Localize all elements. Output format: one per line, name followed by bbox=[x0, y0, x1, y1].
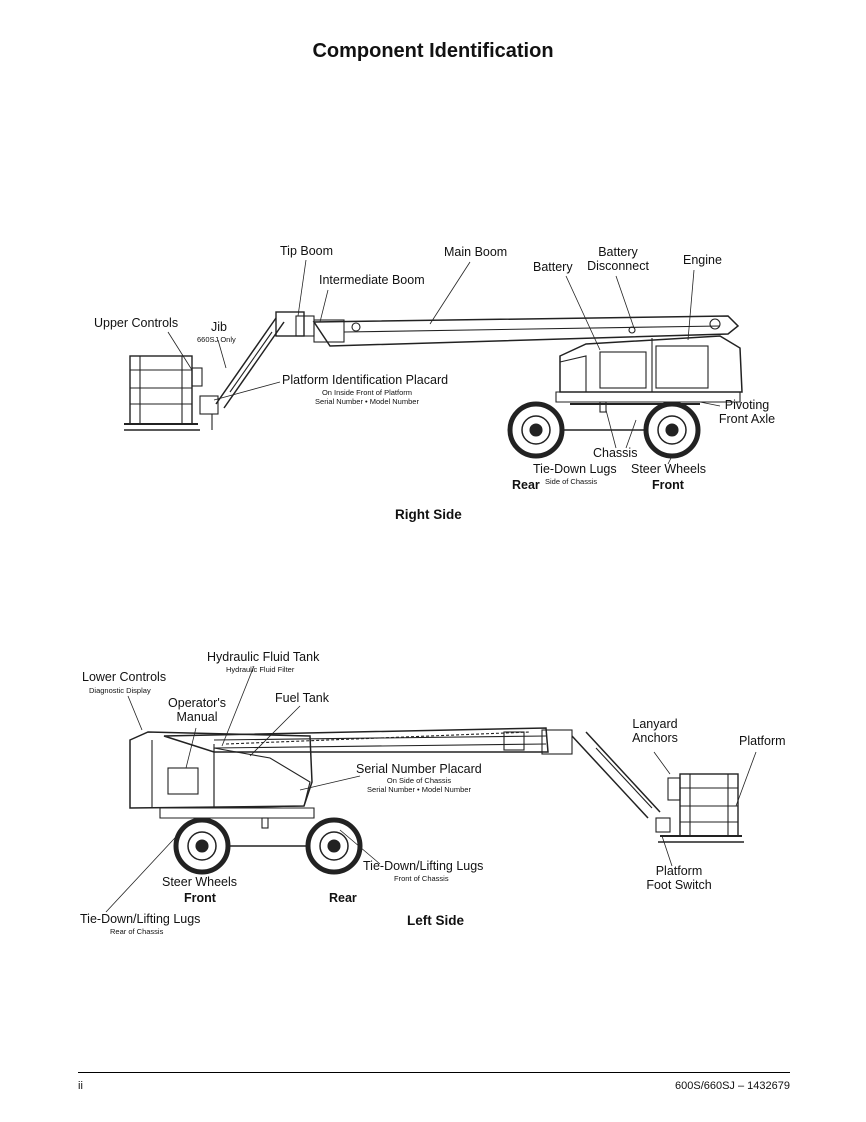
caption-left-side: Left Side bbox=[407, 913, 465, 928]
left-side-drawing bbox=[105, 665, 757, 913]
label-tie-down-note: Side of Chassis bbox=[545, 477, 598, 486]
footer-divider bbox=[78, 1072, 790, 1073]
label-operators-manual: Operator's Manual bbox=[162, 696, 232, 724]
label-platform-id-placard: Platform Identification Placard bbox=[282, 373, 449, 387]
label-tie-down-lugs: Tie-Down Lugs bbox=[533, 462, 617, 476]
label-operators-manual-line2: Manual bbox=[176, 710, 218, 724]
label-lower-controls: Lower Controls bbox=[82, 670, 167, 684]
label-rear-right: Rear bbox=[512, 478, 540, 492]
label-front-right: Front bbox=[652, 478, 684, 492]
label-serial-note-line1: On Side of Chassis bbox=[386, 776, 452, 785]
label-steer-wheels-right: Steer Wheels bbox=[631, 462, 707, 476]
label-serial-number-placard: Serial Number Placard bbox=[356, 762, 482, 776]
label-pivoting-front-axle-line1: Pivoting bbox=[724, 398, 770, 412]
label-main-boom: Main Boom bbox=[444, 245, 508, 259]
label-jib-note: 660SJ Only bbox=[197, 335, 236, 344]
caption-right-side: Right Side bbox=[395, 507, 462, 522]
label-lanyard-anchors: Lanyard Anchors bbox=[626, 717, 684, 745]
label-serial-note-line2: Serial Number • Model Number bbox=[367, 785, 471, 794]
label-intermediate-boom: Intermediate Boom bbox=[319, 273, 425, 287]
label-pivoting-front-axle-line2: Front Axle bbox=[718, 412, 776, 426]
label-lower-controls-note: Diagnostic Display bbox=[89, 686, 151, 695]
label-hydraulic-fluid-tank: Hydraulic Fluid Tank bbox=[207, 650, 320, 664]
label-hydraulic-fluid-note: Hydraulic Fluid Filter bbox=[226, 665, 295, 674]
label-steer-wheels-left: Steer Wheels bbox=[162, 875, 238, 889]
label-front-left: Front bbox=[184, 891, 216, 905]
label-operators-manual-line1: Operator's bbox=[168, 696, 226, 710]
label-serial-note: On Side of Chassis Serial Number • Model… bbox=[344, 776, 494, 794]
label-tie-down-lifting-rear-note: Rear of Chassis bbox=[110, 927, 164, 936]
label-battery-disconnect-line1: Battery bbox=[598, 245, 638, 259]
label-platform-foot-switch-line2: Foot Switch bbox=[646, 878, 712, 892]
label-battery-disconnect: Battery Disconnect bbox=[586, 245, 650, 273]
label-jib: Jib bbox=[211, 320, 227, 334]
label-engine: Engine bbox=[683, 253, 722, 267]
label-upper-controls: Upper Controls bbox=[94, 316, 179, 330]
label-chassis: Chassis bbox=[593, 446, 638, 460]
label-platform-id-note: On Inside Front of Platform Serial Numbe… bbox=[282, 388, 452, 406]
footer-doc-id: 600S/660SJ – 1432679 bbox=[675, 1080, 790, 1092]
label-platform-id-note-line2: Serial Number • Model Number bbox=[315, 397, 419, 406]
label-tip-boom: Tip Boom bbox=[280, 244, 334, 258]
label-platform-foot-switch-line1: Platform bbox=[655, 864, 703, 878]
label-battery-disconnect-line2: Disconnect bbox=[587, 259, 649, 273]
label-rear-left: Rear bbox=[329, 891, 357, 905]
label-platform-foot-switch: Platform Foot Switch bbox=[640, 864, 718, 892]
label-lanyard-anchors-line1: Lanyard bbox=[632, 717, 678, 731]
label-tie-down-lifting-rear: Tie-Down/Lifting Lugs bbox=[80, 912, 201, 926]
right-side-drawing bbox=[124, 259, 743, 465]
label-tie-down-lifting-front: Tie-Down/Lifting Lugs bbox=[363, 859, 484, 873]
label-tie-down-lifting-front-note: Front of Chassis bbox=[394, 874, 449, 883]
label-fuel-tank: Fuel Tank bbox=[275, 691, 329, 705]
label-battery: Battery bbox=[533, 260, 573, 274]
label-pivoting-front-axle: Pivoting Front Axle bbox=[716, 398, 778, 426]
footer-page-number: ii bbox=[78, 1080, 83, 1092]
label-platform-id-note-line1: On Inside Front of Platform bbox=[321, 388, 413, 397]
label-lanyard-anchors-line2: Anchors bbox=[632, 731, 678, 745]
page-title: Component Identification bbox=[312, 40, 554, 62]
label-platform: Platform bbox=[739, 734, 786, 748]
